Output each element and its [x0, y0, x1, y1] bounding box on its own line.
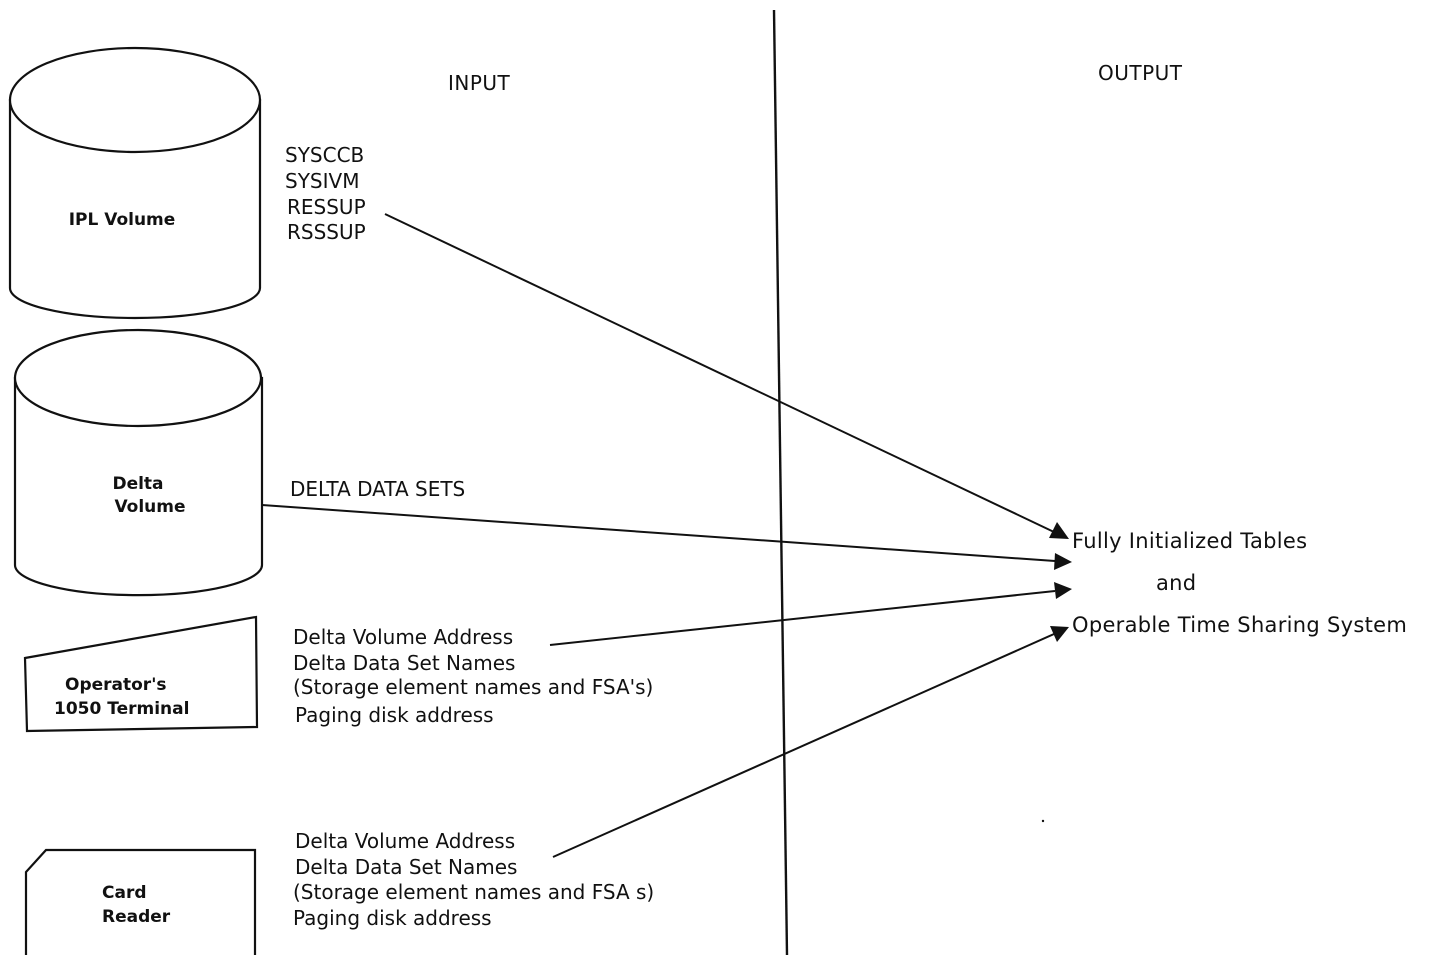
operator-terminal-shape: Operator's 1050 Terminal	[23, 615, 259, 733]
terminal-entry: (Storage element names and FSA's)	[293, 675, 653, 699]
card-reader-shape: Card Reader	[24, 848, 257, 955]
delta-volume-cylinder: Delta Volume	[13, 328, 264, 597]
delta-data-sets-label: DELTA DATA SETS	[290, 477, 465, 501]
card-reader-entry: Delta Volume Address	[295, 829, 515, 853]
ipl-dataset-list: SYSCCB SYSIVM RESSUP RSSSUP	[285, 143, 366, 244]
arrowhead-icon	[1054, 582, 1072, 599]
arrow-delta-to-output	[261, 504, 1072, 570]
terminal-entry: Paging disk address	[295, 703, 494, 727]
output-line-3: Operable Time Sharing System	[1072, 613, 1407, 637]
ipl-dataset-item: RSSSUP	[287, 220, 366, 244]
output-line-1: Fully Initialized Tables	[1072, 529, 1307, 553]
ipl-volume-label: IPL Volume	[69, 210, 176, 230]
operator-terminal-label-line1: Operator's	[65, 675, 167, 695]
card-reader-entry-list: Delta Volume Address Delta Data Set Name…	[293, 829, 654, 930]
delta-volume-label-line1: Delta	[112, 474, 163, 494]
operator-terminal-label-line2: 1050 Terminal	[54, 699, 189, 719]
output-header: OUTPUT	[1098, 61, 1183, 85]
arrowhead-icon	[1049, 522, 1069, 539]
card-reader-label-line1: Card	[102, 883, 147, 903]
scan-speck	[1041, 819, 1045, 823]
output-result: Fully Initialized Tables and Operable Ti…	[1072, 529, 1407, 637]
card-reader-entry: (Storage element names and FSA s)	[293, 880, 654, 904]
input-output-divider	[772, 9, 789, 955]
terminal-entry-list: Delta Volume Address Delta Data Set Name…	[293, 625, 653, 727]
arrowhead-icon	[1054, 553, 1072, 570]
delta-volume-label-line2: Volume	[114, 497, 185, 517]
ipl-volume-cylinder: IPL Volume	[8, 46, 262, 320]
terminal-entry: Delta Data Set Names	[293, 651, 515, 675]
arrow-cardreader-to-output	[552, 626, 1069, 858]
input-header: INPUT	[448, 71, 511, 95]
ipl-dataset-item: SYSIVM	[285, 169, 359, 193]
arrow-ipl-to-output	[384, 213, 1069, 539]
terminal-entry: Delta Volume Address	[293, 625, 513, 649]
arrow-terminal-to-output	[549, 582, 1072, 646]
card-reader-entry: Paging disk address	[293, 906, 492, 930]
card-reader-label-line2: Reader	[102, 907, 171, 927]
ipl-dataset-item: RESSUP	[287, 195, 366, 219]
ipl-dataset-item: SYSCCB	[285, 143, 364, 167]
arrowhead-icon	[1050, 626, 1069, 642]
output-line-2: and	[1156, 571, 1196, 595]
card-reader-entry: Delta Data Set Names	[295, 855, 517, 879]
